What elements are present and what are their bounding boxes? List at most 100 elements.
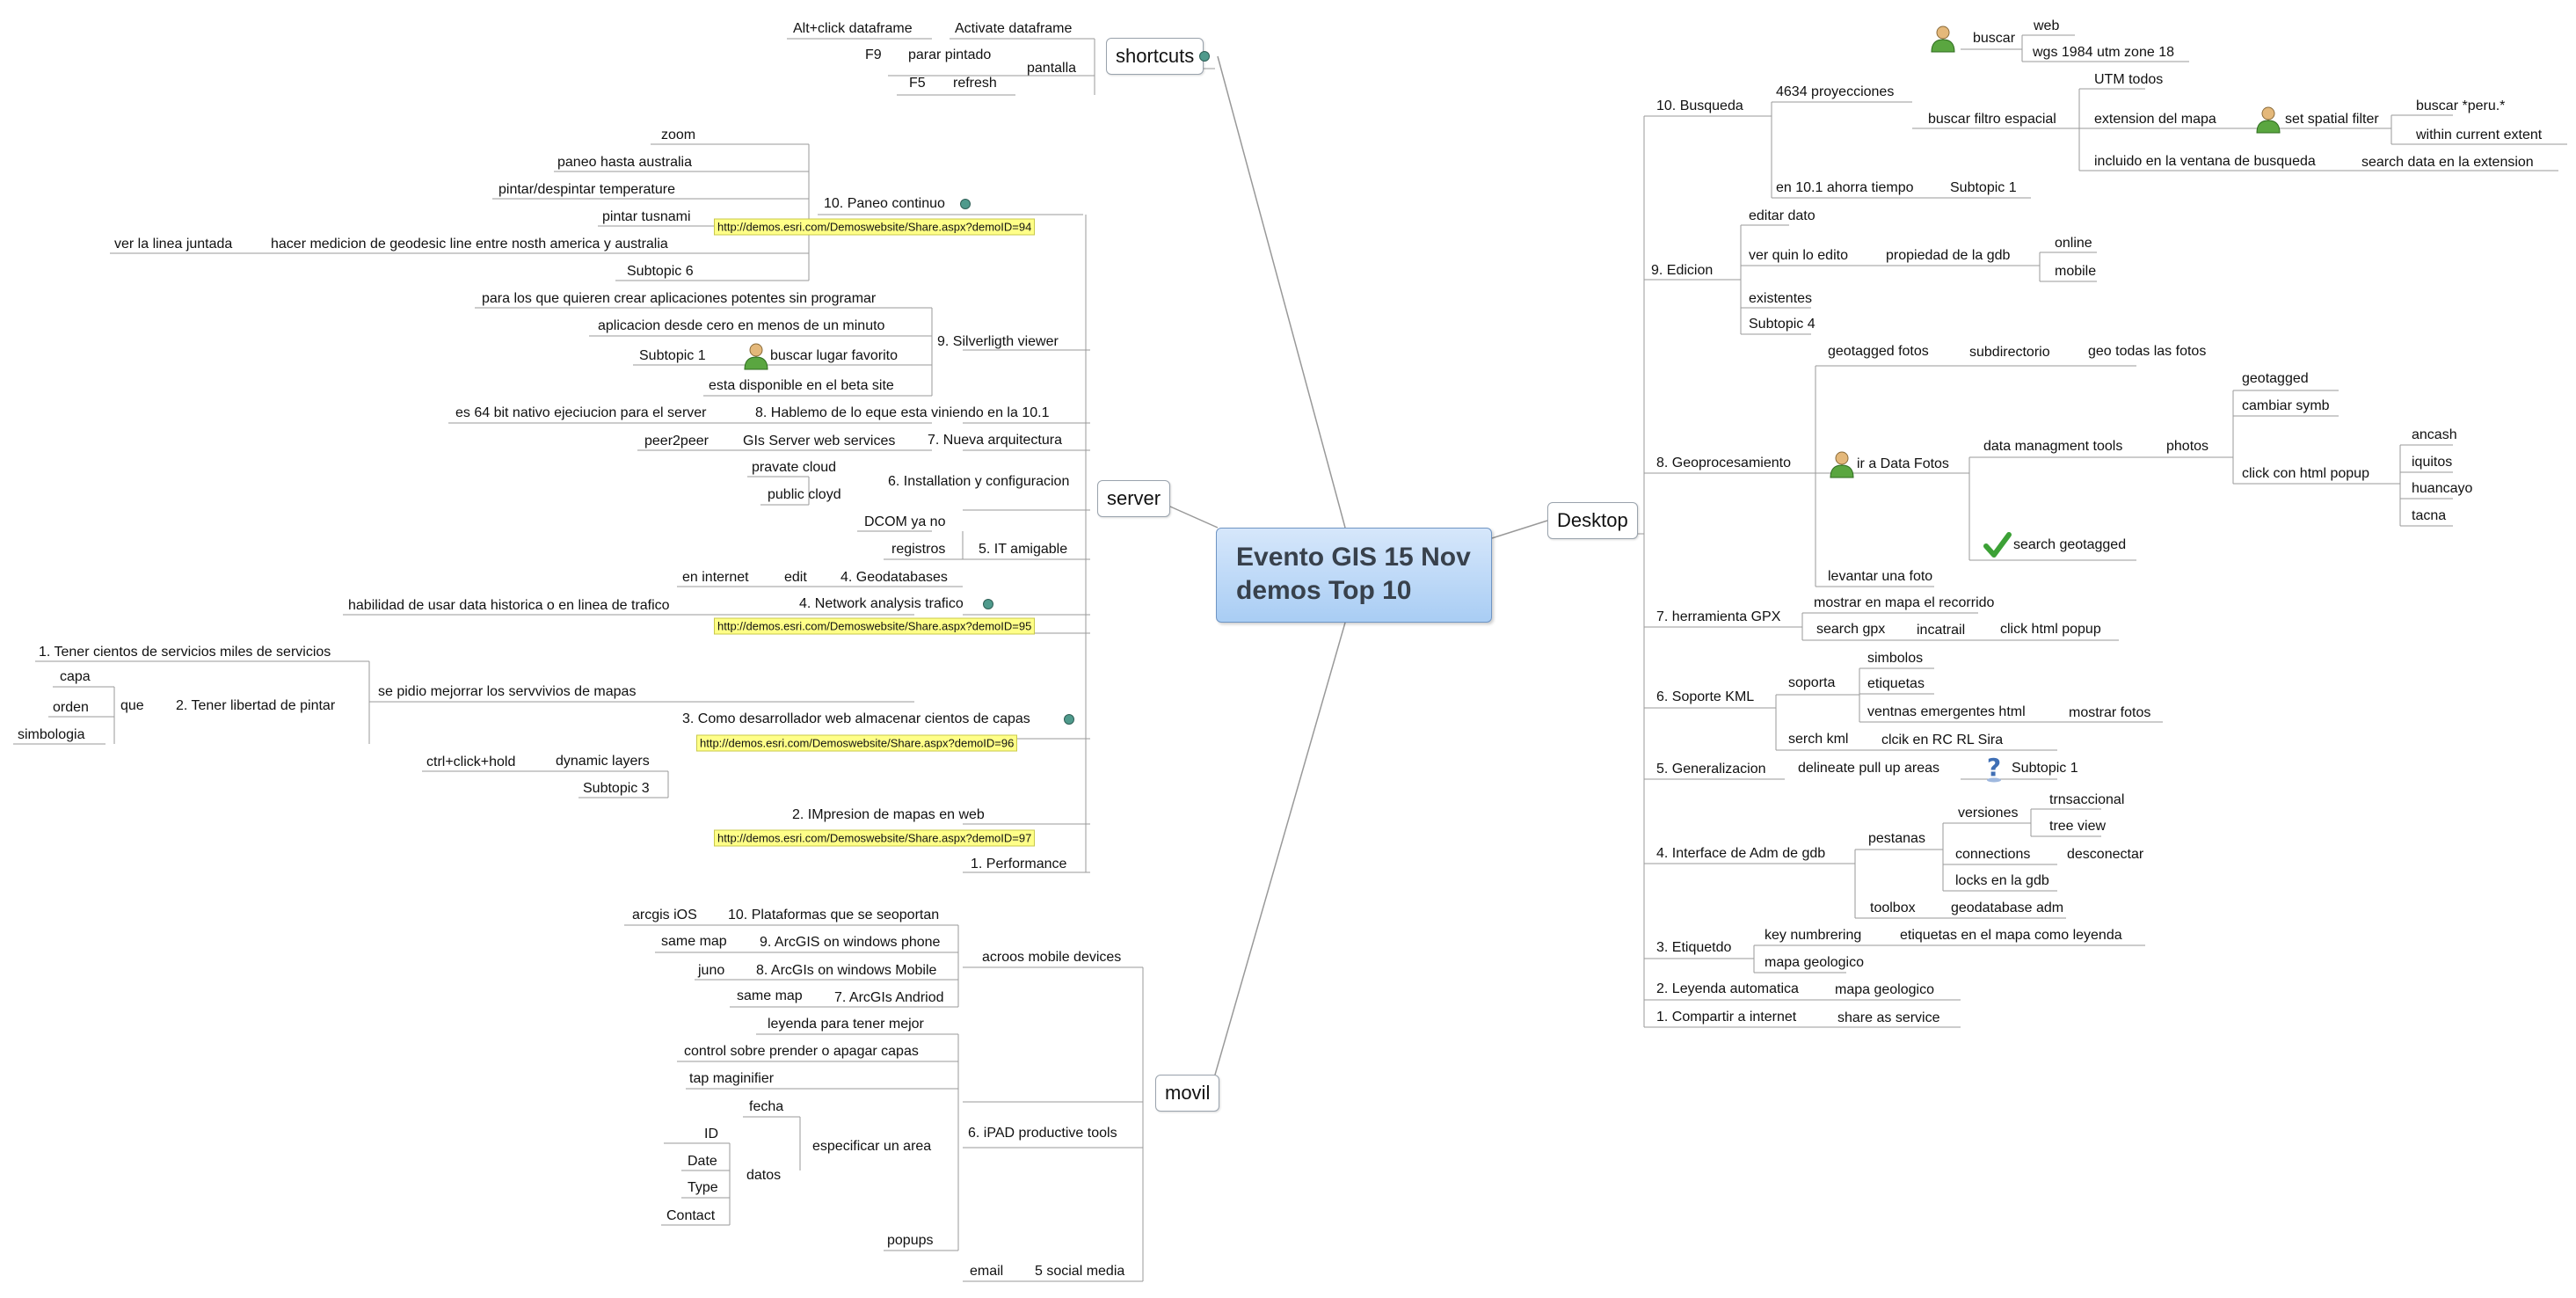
movil-same-map-1[interactable]: same map — [661, 934, 727, 949]
desktop-extension-mapa[interactable]: extension del mapa — [2094, 112, 2216, 127]
desktop-subdirectorio[interactable]: subdirectorio — [1969, 345, 2050, 360]
server-link-94[interactable]: http://demos.esri.com/Demoswebsite/Share… — [714, 218, 1036, 236]
server-paneo-australia[interactable]: paneo hasta australia — [557, 155, 692, 170]
desktop-within-extent[interactable]: within current extent — [2416, 128, 2543, 142]
desktop-online[interactable]: online — [2055, 236, 2092, 251]
server-pravate-cloud[interactable]: pravate cloud — [752, 460, 837, 475]
movil-id[interactable]: ID — [704, 1127, 718, 1141]
desktop-subtopic-4[interactable]: Subtopic 4 — [1749, 317, 1816, 332]
desktop-geoprocesamiento[interactable]: 8. Geoprocesamiento — [1656, 456, 1791, 470]
server-tener-libertad[interactable]: 2. Tener libertad de pintar — [176, 698, 336, 713]
desktop-locks-gdb[interactable]: locks en la gdb — [1955, 873, 2049, 888]
desktop-generalizacion[interactable]: 5. Generalizacion — [1656, 762, 1766, 777]
desktop-propiedad-gdb[interactable]: propiedad de la gdb — [1886, 248, 2011, 263]
desktop-click-html-popup[interactable]: click con html popup — [2242, 466, 2369, 481]
server-impresion[interactable]: 2. IMpresion de mapas en web — [792, 807, 985, 822]
desktop-ancash[interactable]: ancash — [2412, 427, 2457, 442]
branch-server[interactable]: server — [1097, 480, 1171, 517]
server-ver-linea[interactable]: ver la linea juntada — [114, 237, 233, 252]
desktop-etiquetas-mapa[interactable]: etiquetas en el mapa como leyenda — [1900, 928, 2122, 943]
server-capa[interactable]: capa — [60, 669, 91, 684]
movil-tap-magnifier[interactable]: tap maginifier — [689, 1071, 775, 1086]
desktop-iquitos[interactable]: iquitos — [2412, 455, 2453, 470]
desktop-subtopic-1[interactable]: Subtopic 1 — [1950, 180, 2017, 195]
desktop-en-10-1[interactable]: en 10.1 ahorra tiempo — [1776, 180, 1914, 195]
movil-ipad-tools[interactable]: 6. iPAD productive tools — [968, 1126, 1117, 1141]
desktop-proyecciones[interactable]: 4634 proyecciones — [1776, 84, 1895, 99]
desktop-geotagged-fotos[interactable]: geotagged fotos — [1828, 344, 1929, 359]
server-medicion-geodesic[interactable]: hacer medicion de geodesic line entre no… — [271, 237, 668, 252]
server-nueva-arquitectura[interactable]: 7. Nueva arquitectura — [928, 433, 1062, 448]
movil-acroos-mobile[interactable]: acroos mobile devices — [982, 950, 1122, 965]
desktop-click-html-popup-gpx[interactable]: click html popup — [2000, 622, 2101, 637]
desktop-trnsaccional[interactable]: trnsaccional — [2049, 792, 2125, 807]
server-zoom[interactable]: zoom — [661, 128, 696, 142]
desktop-toolbox[interactable]: toolbox — [1870, 901, 1916, 915]
server-como-desarrollador[interactable]: 3. Como desarrollador web almacenar cien… — [682, 711, 1030, 726]
desktop-versiones[interactable]: versiones — [1958, 806, 2019, 820]
server-geodatabases[interactable]: 4. Geodatabases — [840, 570, 948, 585]
desktop-ventnas-html[interactable]: ventnas emergentes html — [1867, 704, 2026, 719]
server-pintar-tsunami[interactable]: pintar tusnami — [602, 209, 691, 224]
server-subtopic-1[interactable]: Subtopic 1 — [639, 348, 706, 363]
server-subtopic-3[interactable]: Subtopic 3 — [583, 781, 650, 796]
desktop-existentes[interactable]: existentes — [1749, 291, 1813, 306]
desktop-search-gpx[interactable]: search gpx — [1816, 622, 1886, 637]
desktop-key-numbering[interactable]: key numbrering — [1765, 928, 1862, 943]
desktop-wgs[interactable]: wgs 1984 utm zone 18 — [2033, 45, 2174, 60]
shortcut-f5[interactable]: F5 — [909, 76, 926, 91]
desktop-geotagged[interactable]: geotagged — [2242, 371, 2309, 386]
movil-plataformas[interactable]: 10. Plataformas que se seoportan — [728, 908, 940, 922]
server-habilidad[interactable]: habilidad de usar data historica o en li… — [348, 598, 670, 613]
desktop-leyenda-automatica[interactable]: 2. Leyenda automatica — [1656, 981, 1799, 996]
branch-shortcuts[interactable]: shortcuts — [1106, 38, 1204, 75]
desktop-data-managment[interactable]: data managment tools — [1983, 439, 2123, 454]
desktop-etiquetdo[interactable]: 3. Etiquetdo — [1656, 940, 1732, 955]
desktop-soporte-kml[interactable]: 6. Soporte KML — [1656, 689, 1755, 704]
server-tener-cientos[interactable]: 1. Tener cientos de servicios miles de s… — [39, 645, 331, 660]
server-link-95[interactable]: http://demos.esri.com/Demoswebsite/Share… — [714, 617, 1036, 635]
desktop-interface-gdb[interactable]: 4. Interface de Adm de gdb — [1656, 846, 1826, 861]
desktop-incluido[interactable]: incluido en la ventana de busqueda — [2094, 154, 2316, 169]
desktop-editar-dato[interactable]: editar dato — [1749, 208, 1816, 223]
desktop-herramienta-gpx[interactable]: 7. herramienta GPX — [1656, 609, 1781, 624]
desktop-soporta[interactable]: soporta — [1788, 675, 1836, 690]
desktop-incatrail[interactable]: incatrail — [1917, 623, 1966, 638]
server-installation[interactable]: 6. Installation y configuracion — [888, 474, 1070, 489]
server-dcom[interactable]: DCOM ya no — [864, 514, 946, 529]
server-silverlight-viewer[interactable]: 9. Silverligth viewer — [937, 334, 1059, 349]
desktop-ir-data-fotos[interactable]: ir a Data Fotos — [1857, 456, 1949, 471]
server-gis-server[interactable]: GIs Server web services — [743, 434, 896, 448]
branch-desktop[interactable]: Desktop — [1547, 502, 1638, 539]
server-pintar-temperature[interactable]: pintar/despintar temperature — [498, 182, 675, 197]
desktop-tree-view[interactable]: tree view — [2049, 819, 2107, 834]
desktop-set-spatial-filter[interactable]: set spatial filter — [2285, 112, 2379, 127]
movil-email[interactable]: email — [970, 1264, 1004, 1279]
server-peer2peer[interactable]: peer2peer — [644, 434, 709, 448]
server-performance[interactable]: 1. Performance — [971, 857, 1067, 871]
desktop-clcik-rc[interactable]: clcik en RC RL Sira — [1881, 733, 2004, 747]
desktop-buscar[interactable]: buscar — [1973, 31, 2016, 46]
desktop-buscar-filtro[interactable]: buscar filtro espacial — [1928, 112, 2056, 127]
desktop-desconectar[interactable]: desconectar — [2067, 847, 2144, 862]
desktop-geodatabase-adm[interactable]: geodatabase adm — [1951, 901, 2064, 915]
movil-fecha[interactable]: fecha — [749, 1099, 784, 1114]
desktop-levantar-foto[interactable]: levantar una foto — [1828, 569, 1933, 584]
server-paneo-continuo[interactable]: 10. Paneo continuo — [824, 196, 945, 211]
desktop-subtopic-1b[interactable]: Subtopic 1 — [2012, 761, 2078, 776]
central-topic[interactable]: Evento GIS 15 Nov demos Top 10 — [1216, 528, 1492, 623]
branch-movil[interactable]: movil — [1155, 1075, 1220, 1112]
server-que[interactable]: que — [120, 698, 144, 713]
shortcut-parar-pintado[interactable]: parar pintado — [908, 47, 992, 62]
desktop-utm-todos[interactable]: UTM todos — [2094, 72, 2164, 87]
desktop-tacna[interactable]: tacna — [2412, 508, 2447, 523]
movil-contact[interactable]: Contact — [666, 1208, 716, 1223]
desktop-search-data[interactable]: search data en la extension — [2361, 155, 2534, 170]
server-en-internet[interactable]: en internet — [682, 570, 749, 585]
desktop-pestanas[interactable]: pestanas — [1868, 831, 1925, 846]
movil-datos[interactable]: datos — [746, 1168, 782, 1183]
desktop-mapa-geologico[interactable]: mapa geologico — [1765, 955, 1864, 970]
shortcut-pantalla[interactable]: pantalla — [1027, 61, 1077, 76]
movil-social-media[interactable]: 5 social media — [1035, 1264, 1125, 1279]
server-para-los[interactable]: para los que quieren crear aplicaciones … — [482, 291, 877, 306]
